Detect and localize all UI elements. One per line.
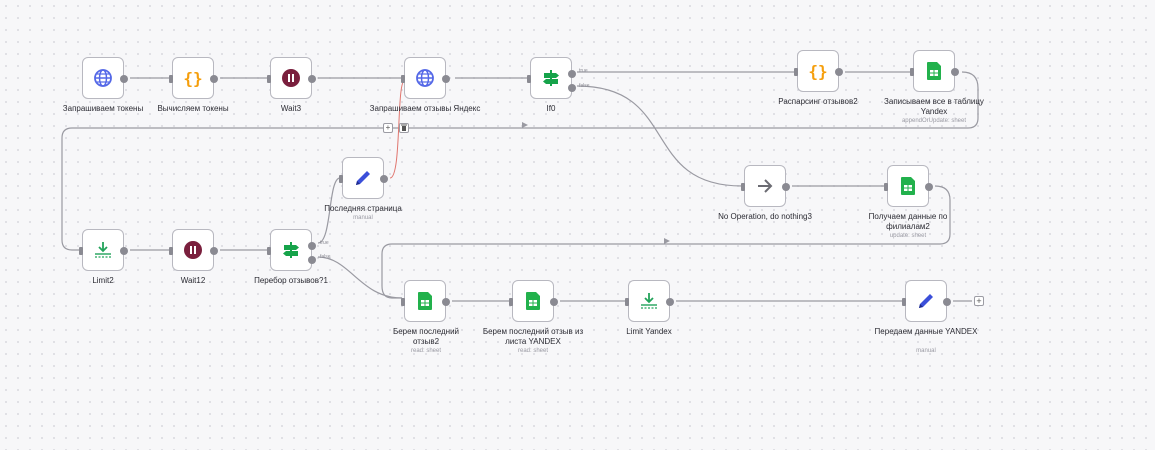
node-wait12[interactable] <box>169 229 218 271</box>
node-label: Получаем данные по филиалам2 <box>868 212 948 231</box>
node-label: Запрашиваем отзывы Яндекс <box>369 104 481 113</box>
node-vychislyaem-tokeny[interactable]: {} <box>169 57 218 99</box>
connection <box>381 185 951 299</box>
sheet-icon <box>522 290 544 312</box>
edge-add-button[interactable]: + <box>383 123 393 133</box>
node-peredaem[interactable] <box>902 280 951 322</box>
node-if0[interactable] <box>527 57 576 99</box>
sheet-icon <box>897 175 919 197</box>
node-label: Берем последний отзыв2 <box>392 327 460 346</box>
node-no-operation[interactable] <box>741 165 790 207</box>
code-braces-icon: {} <box>808 61 828 81</box>
edge-delete-button[interactable] <box>399 123 409 133</box>
connection <box>576 85 743 187</box>
node-subtitle: read: sheet <box>517 348 549 354</box>
node-subtitle: appendOrUpdate: sheet <box>901 118 967 124</box>
branch-true-label: true <box>320 240 329 246</box>
node-label: If0 <box>546 104 556 113</box>
node-berem-iz-lista[interactable] <box>509 280 558 322</box>
node-label: Wait12 <box>180 276 206 285</box>
code-braces-icon: {} <box>183 68 203 88</box>
node-perebor[interactable] <box>267 229 316 271</box>
signpost-icon <box>540 67 562 89</box>
node-poluchaem-dannye[interactable] <box>884 165 933 207</box>
node-subtitle: manual <box>916 348 936 354</box>
node-subtitle: manual <box>353 215 373 221</box>
node-label: Берем последний отзыв из листа YANDEX <box>482 327 584 346</box>
globe-icon <box>414 67 436 89</box>
limit-icon <box>92 239 114 261</box>
node-label: Записываем все в таблицу Yandex <box>884 97 984 116</box>
node-label: Limit2 <box>92 276 114 285</box>
node-label: No Operation, do nothing3 <box>718 212 812 221</box>
branch-false-label: false <box>579 83 590 89</box>
pause-icon <box>280 67 302 89</box>
node-zaprashivaem-tokeny[interactable] <box>82 57 128 99</box>
connection-active <box>389 79 406 179</box>
node-wait3[interactable] <box>267 57 316 99</box>
node-label: Вычисляем токены <box>157 104 229 113</box>
branch-false-label: false <box>320 254 331 260</box>
node-label: Передаем данные YANDEX <box>874 327 978 336</box>
node-limit2[interactable] <box>79 229 128 271</box>
arrow-right-icon <box>754 175 776 197</box>
pencil-icon <box>915 290 937 312</box>
node-rasparsing[interactable]: {} <box>794 50 843 92</box>
limit-icon <box>638 290 660 312</box>
signpost-icon <box>280 239 302 261</box>
branch-true-label: true <box>579 68 588 74</box>
node-label: Последняя страница <box>324 204 402 213</box>
node-zapisyvaem[interactable] <box>910 50 959 92</box>
node-poslednyaya-stranica[interactable] <box>339 157 388 199</box>
node-berem-poslednij[interactable] <box>401 280 450 322</box>
connection <box>317 177 341 244</box>
node-label: Перебор отзывов?1 <box>254 276 328 285</box>
connection <box>61 71 979 251</box>
pencil-icon <box>352 167 374 189</box>
sheet-icon <box>923 60 945 82</box>
sheet-icon <box>414 290 436 312</box>
node-label: Распарсинг отзывов2 <box>778 97 858 106</box>
node-subtitle: read: sheet <box>410 348 442 354</box>
trash-icon <box>401 124 407 131</box>
add-node-button[interactable]: + <box>974 296 984 306</box>
node-label: Wait3 <box>280 104 302 113</box>
connection <box>317 256 403 299</box>
node-zaprashivaem-otzyvy[interactable] <box>401 57 450 99</box>
globe-icon <box>92 67 114 89</box>
node-label: Limit Yandex <box>626 327 672 336</box>
node-label: Запрашиваем токены <box>62 104 144 113</box>
node-limit-yandex[interactable] <box>625 280 674 322</box>
pause-icon <box>182 239 204 261</box>
node-subtitle: update: sheet <box>889 233 927 239</box>
